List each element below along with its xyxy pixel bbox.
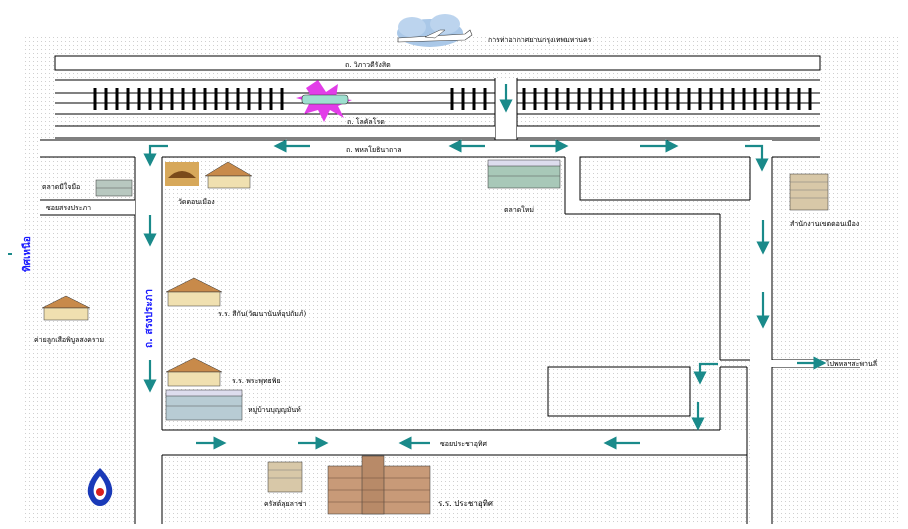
- airport-label: การท่าอากาศยานกรุงเทพมหานคร: [488, 36, 592, 44]
- school-bottom-building-icon: [327, 455, 431, 515]
- camp-house-icon: [41, 295, 91, 321]
- airport-plane-cloud-icon: [397, 14, 473, 47]
- market-building-icon: [95, 179, 133, 197]
- village-label: หมู่บ้านบุญญมันท์: [248, 406, 301, 414]
- military-camp-label: ค่ายลูกเสือพิบูลสงคราม: [34, 336, 104, 344]
- block-lower-middle: [547, 366, 691, 417]
- direction-arrows: [143, 84, 827, 450]
- road-right-vertical: [750, 140, 772, 524]
- school-2-label: ร.ร. พระพุทธพิย: [232, 377, 281, 385]
- school-1-label: ร.ร. สีกัน(วัฒนานันท์อุปถัมภ์): [218, 310, 306, 318]
- train-icon: [296, 80, 352, 122]
- rail-ties-left: [93, 88, 487, 110]
- new-market-label: ตลาดใหม่: [504, 205, 534, 214]
- village-building-icon: [165, 389, 243, 421]
- school-2-house-icon: [165, 357, 223, 387]
- road-songprapa-vertical: [135, 156, 162, 526]
- temple-icon: [165, 161, 253, 189]
- road-top-label: ถ. วิภาวดีรังสิต: [345, 61, 391, 69]
- district-office-label: สำนักงานเขตดอนเมือง: [790, 220, 859, 228]
- rail-ties-right: [522, 88, 812, 110]
- new-market-building-icon: [487, 159, 561, 189]
- soi-bottom-label: ซอยประชาอุทิศ: [440, 440, 488, 448]
- rail-band: [55, 80, 820, 114]
- road-phahon: [40, 140, 820, 156]
- soi-songprapa-label: ซอยสรงประภา: [46, 204, 91, 212]
- block-upper-right: [579, 156, 751, 201]
- school-bottom-label: ร.ร. ประชาอุทิศ: [438, 499, 493, 508]
- temple-label: วัดดอนเมือง: [178, 198, 215, 206]
- road-phahon-label: ถ. พหลโยธินาถาล: [346, 145, 402, 154]
- school-logo-icon: [87, 468, 113, 506]
- road-local: [55, 126, 495, 138]
- railway-label: ถ. โลคัลโรด: [347, 117, 385, 126]
- north-label: ทิศเหนือ: [21, 236, 33, 272]
- road-soi-prachautit: [162, 430, 747, 455]
- church-label: ครัสต์ลุยลาช่า: [264, 500, 307, 508]
- road-vibhavadi: [54, 55, 821, 71]
- school-1-house-icon: [165, 277, 223, 307]
- market-mueang-label: ตลาดมีใจมือ: [42, 182, 80, 191]
- church-building-icon: [267, 461, 303, 493]
- road-songprapa-label: ถ. สรงประภา: [143, 289, 155, 348]
- right-exit-label: ไปพหลฯสะพานลี่: [825, 359, 877, 368]
- district-office-building-icon: [789, 173, 829, 211]
